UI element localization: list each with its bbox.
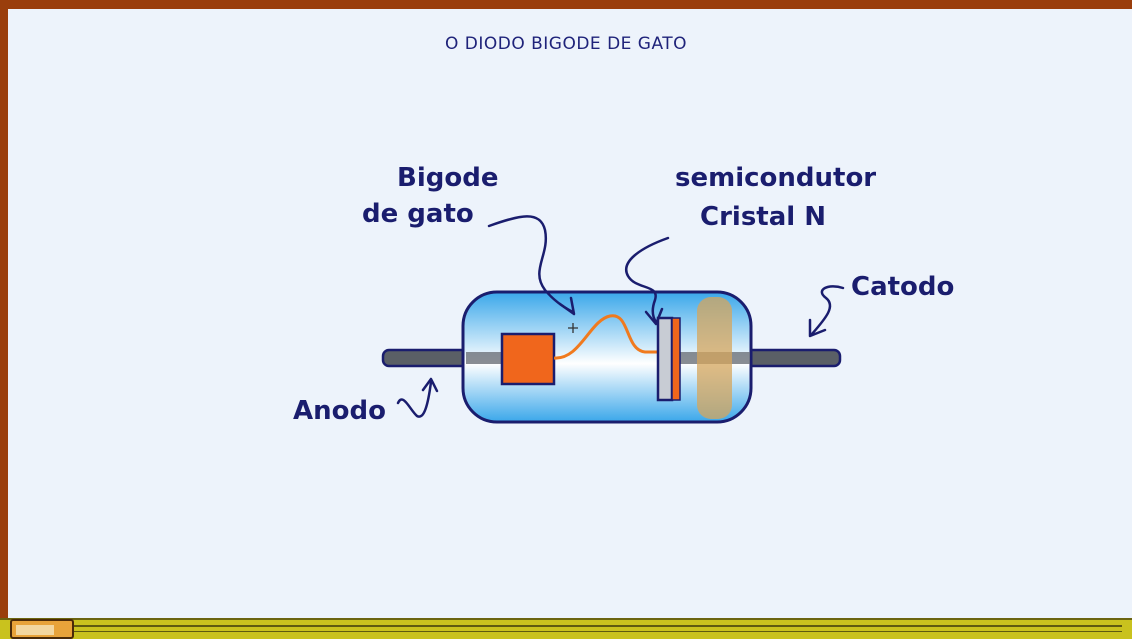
eraser-felt <box>16 625 54 635</box>
cathode-arrow-head <box>808 318 827 338</box>
anode-arrow <box>396 380 433 418</box>
tray-groove <box>70 625 1122 627</box>
cathode-arrow <box>810 285 845 336</box>
anode-contact <box>500 332 556 386</box>
tray-groove-lower <box>70 631 1122 632</box>
cathode-band <box>697 297 732 419</box>
frame-top-border <box>0 0 1132 9</box>
internal-lead <box>466 352 506 364</box>
label-whisker-line2: de gato <box>362 199 474 229</box>
crystal-arrow <box>625 236 670 324</box>
page-title: O DIODO BIGODE DE GATO <box>444 34 688 54</box>
anode-arrow-head <box>421 377 439 393</box>
frame-left-border <box>0 0 8 620</box>
label-semiconductor-line1: semicondutor <box>675 163 877 193</box>
whisker-arrow <box>487 215 575 314</box>
label-cathode: Catodo <box>851 272 955 302</box>
eraser-icon[interactable] <box>10 619 74 639</box>
n-crystal <box>671 317 681 401</box>
crystal-arrow-head <box>644 307 664 326</box>
label-anode: Anodo <box>293 396 386 426</box>
whisker-arrow-head <box>558 296 576 316</box>
cat-whisker-wire <box>553 314 660 360</box>
label-whisker-line1: Bigode <box>397 163 499 193</box>
marker-tray <box>0 618 1132 639</box>
cursor-crosshair-icon <box>568 323 578 333</box>
label-semiconductor-line2: Cristal N <box>700 202 826 232</box>
crystal-holder <box>656 316 674 402</box>
